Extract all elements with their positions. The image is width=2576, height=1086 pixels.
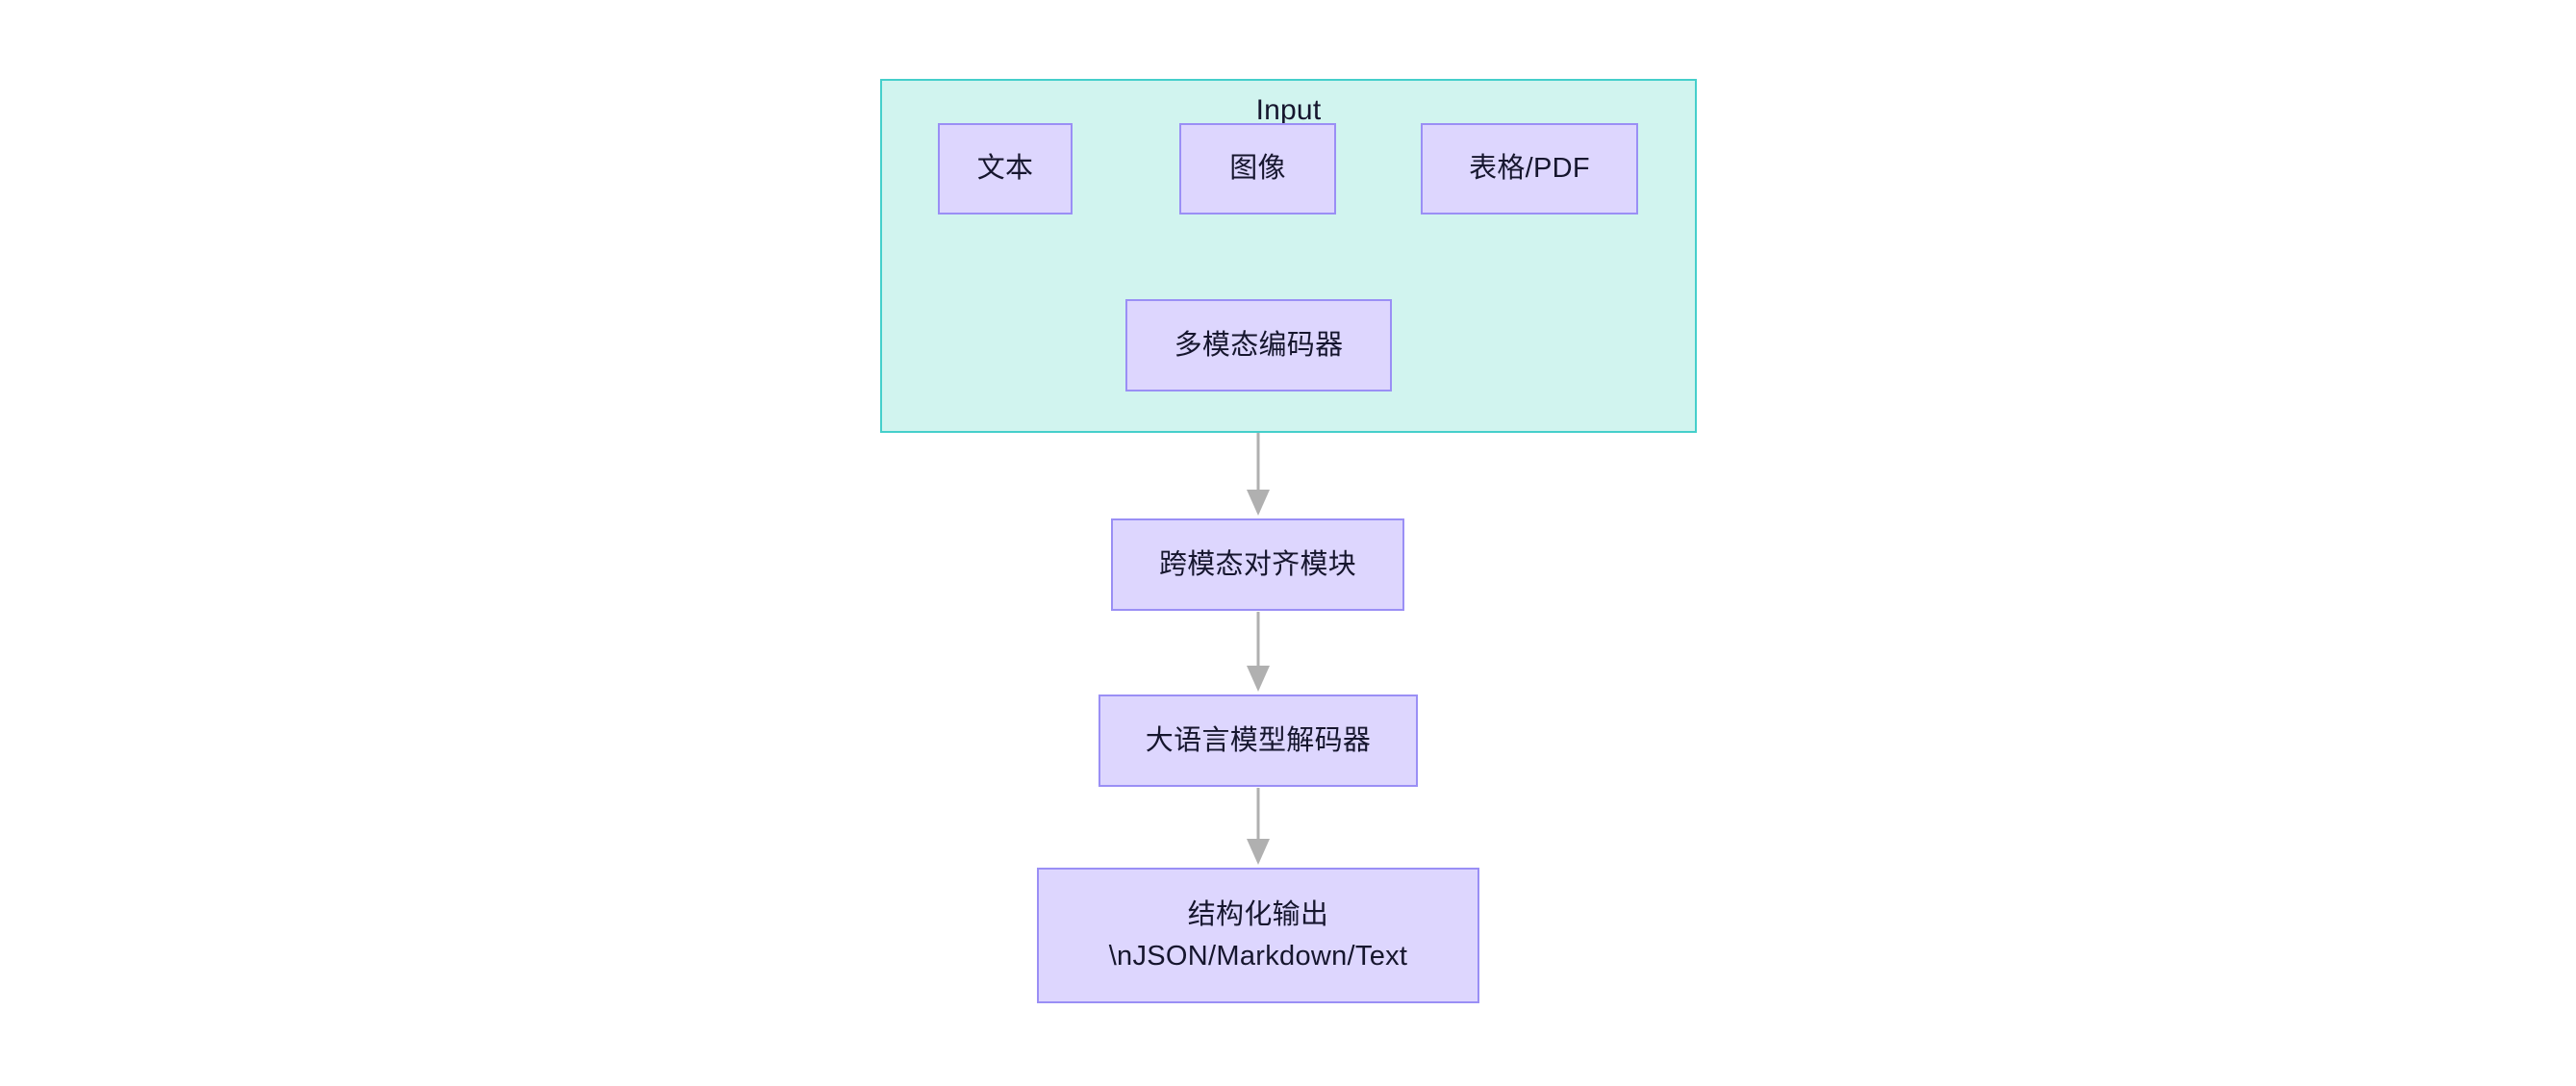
node-structured-output-label: 结构化输出 \nJSON/Markdown/Text — [1108, 899, 1408, 972]
node-crossmodal-alignment-module[interactable]: 跨模态对齐模块 — [1111, 518, 1404, 611]
node-crossmodal-alignment-module-label: 跨模态对齐模块 — [1158, 548, 1357, 580]
subgraph-input-title: Input — [1255, 94, 1322, 126]
node-table-pdf[interactable]: 表格/PDF — [1421, 123, 1638, 215]
node-image-label: 图像 — [1229, 153, 1286, 185]
node-multimodal-encoder[interactable]: 多模态编码器 — [1125, 299, 1392, 391]
node-llm-decoder-label: 大语言模型解码器 — [1145, 724, 1372, 756]
node-multimodal-encoder-label: 多模态编码器 — [1174, 329, 1344, 361]
node-text-label: 文本 — [976, 153, 1034, 185]
node-llm-decoder[interactable]: 大语言模型解码器 — [1099, 695, 1418, 787]
node-text[interactable]: 文本 — [938, 123, 1073, 215]
node-image[interactable]: 图像 — [1179, 123, 1336, 215]
node-table-pdf-label: 表格/PDF — [1469, 153, 1590, 185]
node-structured-output[interactable]: 结构化输出 \nJSON/Markdown/Text — [1037, 868, 1479, 1003]
